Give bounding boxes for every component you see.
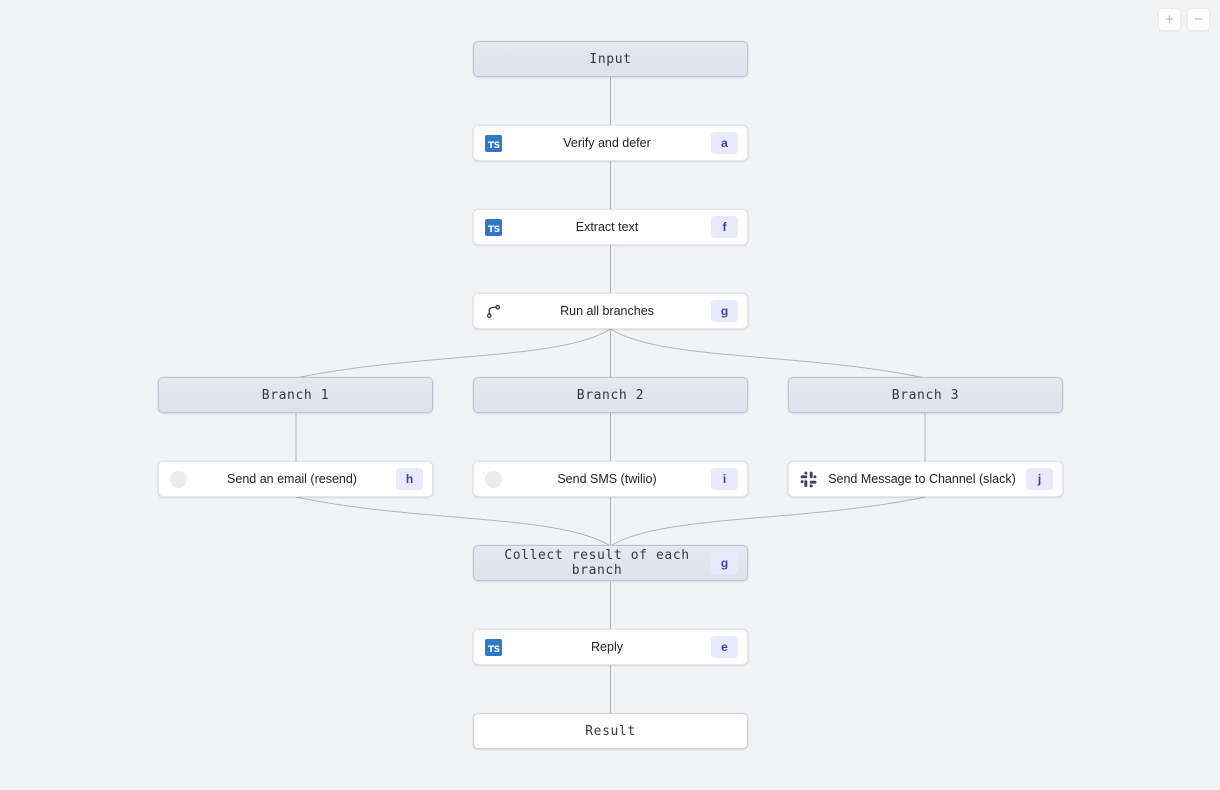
node-collect-result[interactable]: Collect result of each branch g [473,545,748,581]
node-send-sms-twilio-label: Send SMS (twilio) [557,472,657,486]
zoom-out-button[interactable]: − [1187,8,1210,31]
node-verify-and-defer[interactable]: TS Verify and defer a [473,125,748,161]
node-send-message-to-channel-slack[interactable]: Send Message to Channel (slack) j [788,461,1063,497]
node-extract-text-label: Extract text [575,220,639,234]
resend-icon [168,469,188,489]
slack-icon [798,469,818,489]
node-run-all-branches-badge[interactable]: g [711,300,738,322]
typescript-icon: TS [483,133,503,153]
node-branch-3-header[interactable]: Branch 3 [788,377,1063,413]
node-input-label: Input [589,51,632,67]
node-verify-and-defer-badge[interactable]: a [711,132,738,154]
edge-runbranches-branch3 [610,328,926,379]
node-result-label: Result [585,723,636,739]
twilio-icon [483,469,503,489]
node-verify-and-defer-label: Verify and defer [563,136,651,150]
node-reply-label: Reply [591,640,623,654]
node-send-message-to-channel-slack-label: Send Message to Channel (slack) [828,472,1016,486]
zoom-controls: + − [1158,8,1210,31]
typescript-icon: TS [483,637,503,657]
node-branch-1-header[interactable]: Branch 1 [158,377,433,413]
node-send-an-email-resend-label: Send an email (resend) [227,472,357,486]
edge-action3-collect [610,496,926,547]
node-branch-2-label: Branch 2 [576,387,645,403]
edge-runbranches-branch1 [295,328,611,379]
node-send-an-email-resend-badge[interactable]: h [396,468,423,490]
node-extract-text[interactable]: TS Extract text f [473,209,748,245]
node-send-sms-twilio-badge[interactable]: i [711,468,738,490]
node-branch-3-label: Branch 3 [891,387,960,403]
git-branch-icon [483,301,503,321]
node-reply-badge[interactable]: e [711,636,738,658]
node-reply[interactable]: TS Reply e [473,629,748,665]
node-run-all-branches[interactable]: Run all branches g [473,293,748,329]
node-collect-result-badge[interactable]: g [711,552,738,574]
node-extract-text-badge[interactable]: f [711,216,738,238]
node-result[interactable]: Result [473,713,748,749]
node-branch-1-label: Branch 1 [261,387,330,403]
node-input[interactable]: Input [473,41,748,77]
node-run-all-branches-label: Run all branches [560,304,654,318]
node-send-message-to-channel-slack-badge[interactable]: j [1026,468,1053,490]
node-send-an-email-resend[interactable]: Send an email (resend) h [158,461,433,497]
node-collect-result-label: Collect result of each branch [504,548,690,578]
edge-action1-collect [295,496,611,547]
node-send-sms-twilio[interactable]: Send SMS (twilio) i [473,461,748,497]
typescript-icon: TS [483,217,503,237]
zoom-in-button[interactable]: + [1158,8,1181,31]
node-branch-2-header[interactable]: Branch 2 [473,377,748,413]
